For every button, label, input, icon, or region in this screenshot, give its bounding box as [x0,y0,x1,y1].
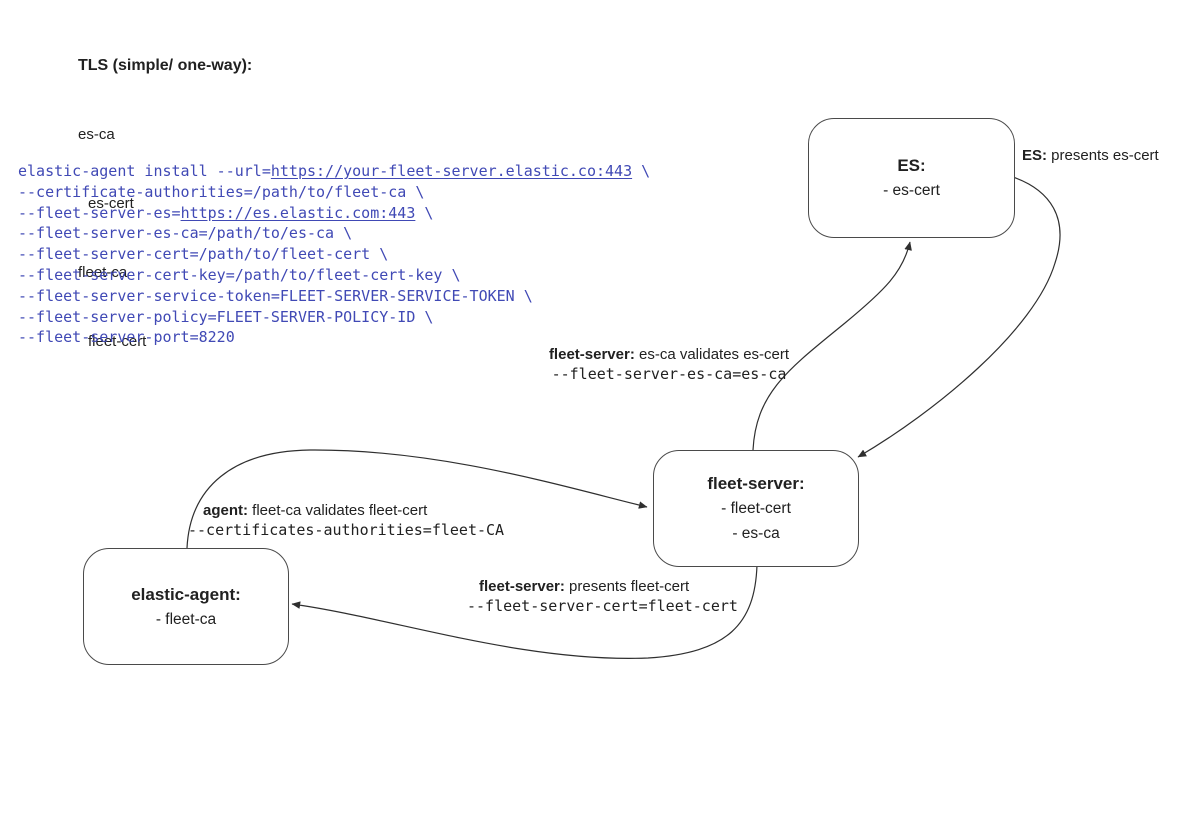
edge-label-es-presents: ES: presents es-cert [1022,146,1159,166]
edge-label-prefix: fleet-server: [548,346,635,363]
tls-overview-title: TLS (simple/ one-way): [78,57,253,74]
node-es-title: ES: [897,156,926,175]
node-fleet-server: fleet-server: - fleet-cert - es-ca [653,450,859,567]
code-line: --fleet-server-cert=/path/to/fleet-cert … [18,245,389,264]
code-line: --fleet-server-cert-key=/path/to/fleet-c… [18,265,461,284]
node-elastic-agent: elastic-agent: - fleet-ca [83,548,289,665]
node-es-item: - es-cert [883,182,940,199]
code-line: --fleet-server-es-ca=/path/to/es-ca \ [18,224,353,243]
edge-label-flag: --fleet-server-cert=fleet-cert [467,596,738,615]
code-url-link[interactable]: https://your-fleet-server.elastic.co:443 [270,162,633,180]
tls-list-item-fleet-cert: fleet-cert [88,333,147,350]
code-line: --fleet-server-port=8220 [18,328,235,347]
edge-label-fleet-validates: fleet-server: es-ca validates es-cert --… [535,345,803,384]
node-fleet-server-item: - es-ca [732,525,780,542]
edge-label-agent-validates: agent: fleet-ca validates fleet-cert --c… [188,501,504,540]
code-line: elastic-agent install --url=https://your… [18,162,651,180]
node-elastic-agent-title: elastic-agent: [131,584,241,604]
code-line: --fleet-server-service-token=FLEET-SERVE… [18,286,533,305]
tls-overview-list: TLS (simple/ one-way): es-ca es-cert fle… [78,8,252,399]
code-line: --fleet-server-policy=FLEET-SERVER-POLIC… [18,307,434,326]
tls-list-item-es-ca: es-ca [78,126,115,143]
edge-label-flag: --certificates-authorities=fleet-CA [188,520,505,539]
edge-label-prefix: fleet-server: [479,578,565,595]
install-command: elastic-agent install --url=https://your… [18,161,650,348]
node-elastic-agent-item: - fleet-ca [155,610,217,628]
code-line: --certificate-authorities=/path/to/fleet… [18,182,425,201]
edge-label-prefix: ES: [1022,147,1048,164]
node-es: ES: - es-cert [808,118,1015,238]
edge-label-text: presents fleet-cert [564,578,690,595]
edge-label-fleet-presents: fleet-server: presents fleet-cert --flee… [467,577,738,616]
tls-list-item-es-cert: es-cert [88,195,134,212]
edge-label-text: es-ca validates es-cert [634,346,790,363]
tls-list-item-fleet-ca: fleet-ca [78,264,128,281]
code-line: --fleet-server-es=https://es.elastic.com… [18,203,434,222]
node-fleet-server-item: - fleet-cert [721,500,791,517]
edge-label-text: presents es-cert [1047,147,1159,164]
edge-label-flag: --fleet-server-es-ca=es-ca [551,364,787,383]
edge-label-text: fleet-ca validates fleet-cert [248,502,428,519]
code-url-link[interactable]: https://es.elastic.com:443 [180,203,416,222]
edge-label-prefix: agent: [203,502,248,519]
node-fleet-server-title: fleet-server: [707,474,805,493]
